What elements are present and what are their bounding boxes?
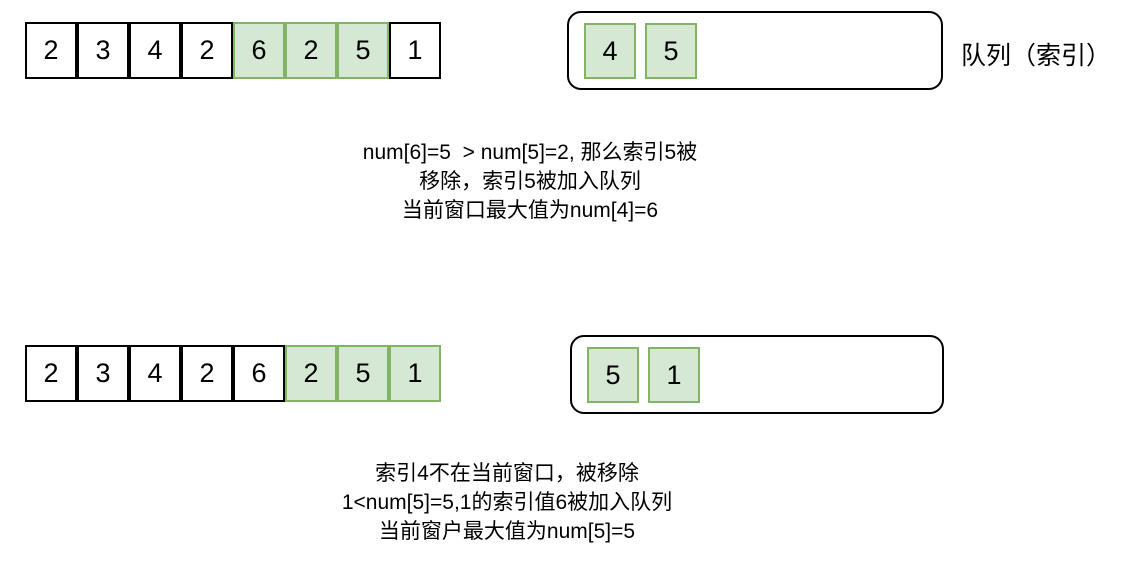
- queue-cell: 5: [587, 347, 639, 403]
- queue-label: 队列（索引）: [961, 42, 1112, 70]
- array-cell: 2: [181, 345, 233, 402]
- array-cell-highlighted: 1: [389, 345, 441, 402]
- array-cell: 3: [77, 345, 129, 402]
- caption-step2: 索引4不在当前窗口，被移除 1<num[5]=5,1的索引值6被加入队列 当前窗…: [255, 459, 759, 546]
- array-cell: 1: [389, 22, 441, 79]
- queue-box-step2: 5 1: [570, 335, 944, 414]
- array-cell: 4: [129, 22, 181, 79]
- queue-box-step1: 4 5: [567, 11, 943, 90]
- caption-step1: num[6]=5 > num[5]=2, 那么索引5被 移除，索引5被加入队列 …: [278, 138, 782, 225]
- caption-line: 当前窗户最大值为num[5]=5: [378, 520, 636, 543]
- array-cell-highlighted: 5: [337, 22, 389, 79]
- queue-cell: 5: [645, 23, 697, 79]
- caption-line: 移除，索引5被加入队列: [419, 170, 641, 193]
- caption-line: 当前窗口最大值为num[4]=6: [401, 199, 659, 222]
- caption-line: 索引4不在当前窗口，被移除: [375, 462, 639, 485]
- array-cell: 6: [233, 345, 285, 402]
- array-cell: 4: [129, 345, 181, 402]
- caption-line: num[6]=5 > num[5]=2, 那么索引5被: [362, 141, 698, 164]
- array-row-step2: 2 3 4 2 6 2 5 1: [25, 345, 441, 402]
- caption-line: 1<num[5]=5,1的索引值6被加入队列: [341, 491, 673, 514]
- array-cell-highlighted: 5: [337, 345, 389, 402]
- array-cell-highlighted: 6: [233, 22, 285, 79]
- array-cell: 2: [181, 22, 233, 79]
- queue-cell: 1: [648, 347, 700, 403]
- array-row-step1: 2 3 4 2 6 2 5 1: [25, 22, 441, 79]
- array-cell: 2: [25, 345, 77, 402]
- queue-cell: 4: [584, 23, 636, 79]
- array-cell-highlighted: 2: [285, 22, 337, 79]
- array-cell: 3: [77, 22, 129, 79]
- array-cell: 2: [25, 22, 77, 79]
- array-cell-highlighted: 2: [285, 345, 337, 402]
